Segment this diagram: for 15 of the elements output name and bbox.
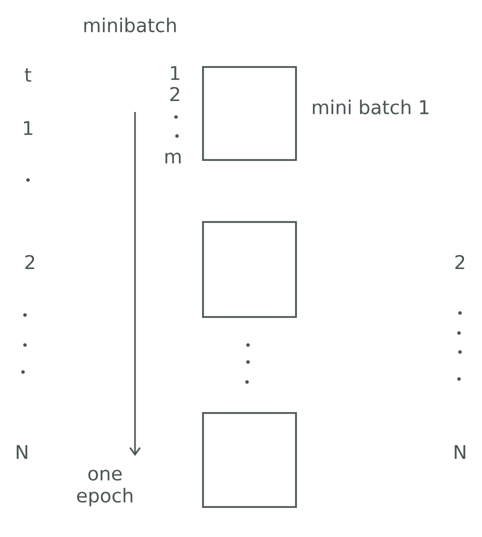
axis-label: t: [24, 68, 32, 82]
index-number: 2: [455, 254, 464, 270]
index-number: 2: [170, 86, 180, 102]
heading-label: minibatch: [84, 18, 176, 32]
square-box: [202, 221, 297, 318]
index-letter: m: [165, 152, 181, 164]
index-letter: N: [16, 445, 28, 459]
index-letter: N: [454, 445, 466, 459]
index-number: 1: [24, 121, 32, 135]
index-number: 2: [25, 254, 34, 270]
arrow-caption: one epoch: [77, 470, 132, 506]
square-box: [202, 412, 297, 508]
square-box: [202, 66, 297, 161]
box-caption: mini batch 1: [312, 100, 428, 114]
index-number: 1: [171, 66, 180, 80]
